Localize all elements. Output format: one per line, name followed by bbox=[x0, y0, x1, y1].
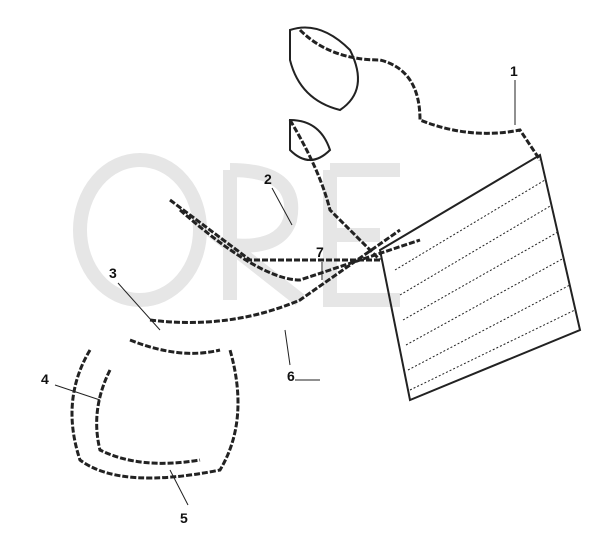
refrigerant-pipes bbox=[70, 28, 542, 480]
condenser bbox=[378, 153, 582, 402]
watermark-logo bbox=[73, 153, 400, 307]
callout-6: 6 bbox=[287, 368, 295, 384]
callout-2: 2 bbox=[264, 171, 272, 187]
leader-lines bbox=[54, 80, 516, 506]
callout-4: 4 bbox=[41, 371, 49, 387]
callout-7: 7 bbox=[316, 244, 324, 260]
callout-5: 5 bbox=[180, 510, 188, 526]
compressor bbox=[289, 26, 359, 161]
callout-1: 1 bbox=[510, 63, 518, 79]
callout-3: 3 bbox=[109, 265, 117, 281]
